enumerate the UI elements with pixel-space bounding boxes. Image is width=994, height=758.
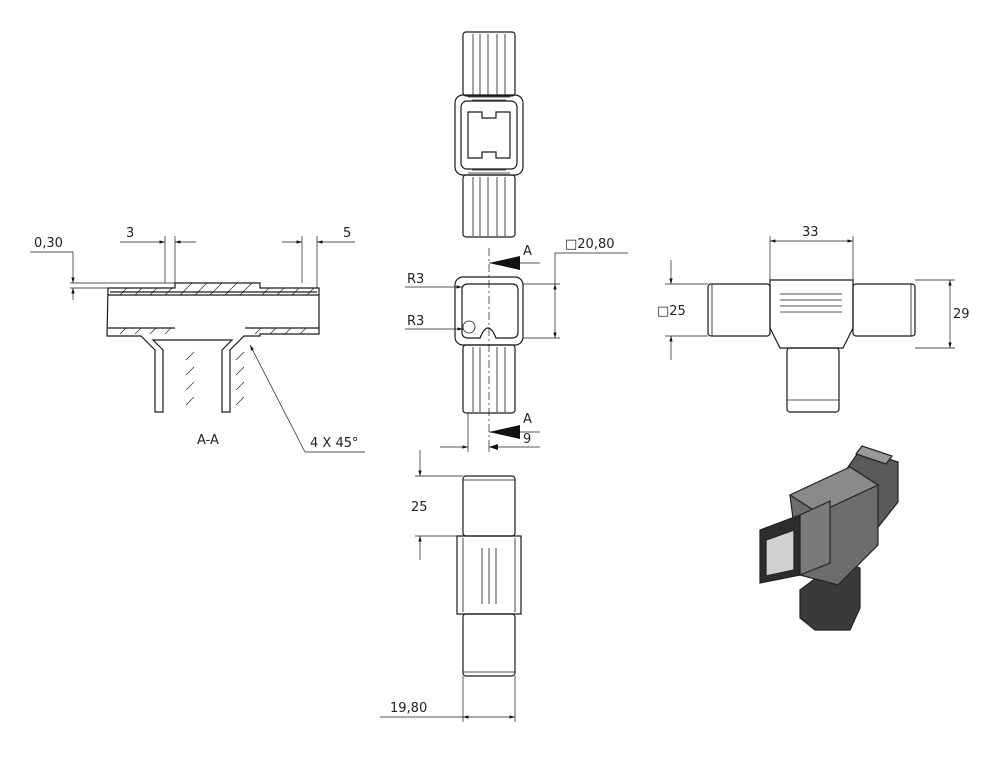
dim-height-29: 29 bbox=[953, 307, 970, 322]
radius-bottom-label: R3 bbox=[407, 314, 424, 329]
dim-square-front: □20,80 bbox=[565, 237, 615, 252]
section-label: A-A bbox=[197, 433, 219, 448]
isometric-3d-view bbox=[759, 445, 899, 631]
side-view: 33 □25 29 bbox=[657, 225, 970, 413]
dim-wall-030: 0,30 bbox=[34, 236, 63, 251]
chamfer-note: 4 X 45° bbox=[310, 436, 358, 451]
section-view-a-a: 0,30 3 5 4 X 45° A-A bbox=[30, 226, 365, 453]
dim-right-5: 5 bbox=[343, 226, 351, 241]
dim-width-33: 33 bbox=[802, 225, 819, 240]
section-arrow-bottom-label: A bbox=[523, 412, 532, 427]
radius-top-label: R3 bbox=[407, 272, 424, 287]
dim-width-1980: 19,80 bbox=[390, 701, 427, 716]
section-hatching bbox=[119, 282, 315, 406]
top-view bbox=[454, 31, 524, 238]
bottom-view: 25 19,80 bbox=[380, 450, 522, 722]
dim-offset: 9 bbox=[523, 432, 531, 447]
dim-square-25: □25 bbox=[657, 304, 686, 319]
front-view: A A R3 R3 □20,80 9 bbox=[405, 237, 628, 452]
section-arrow-top-label: A bbox=[523, 244, 532, 259]
dim-left-3: 3 bbox=[126, 226, 134, 241]
dim-length-25: 25 bbox=[411, 500, 428, 515]
